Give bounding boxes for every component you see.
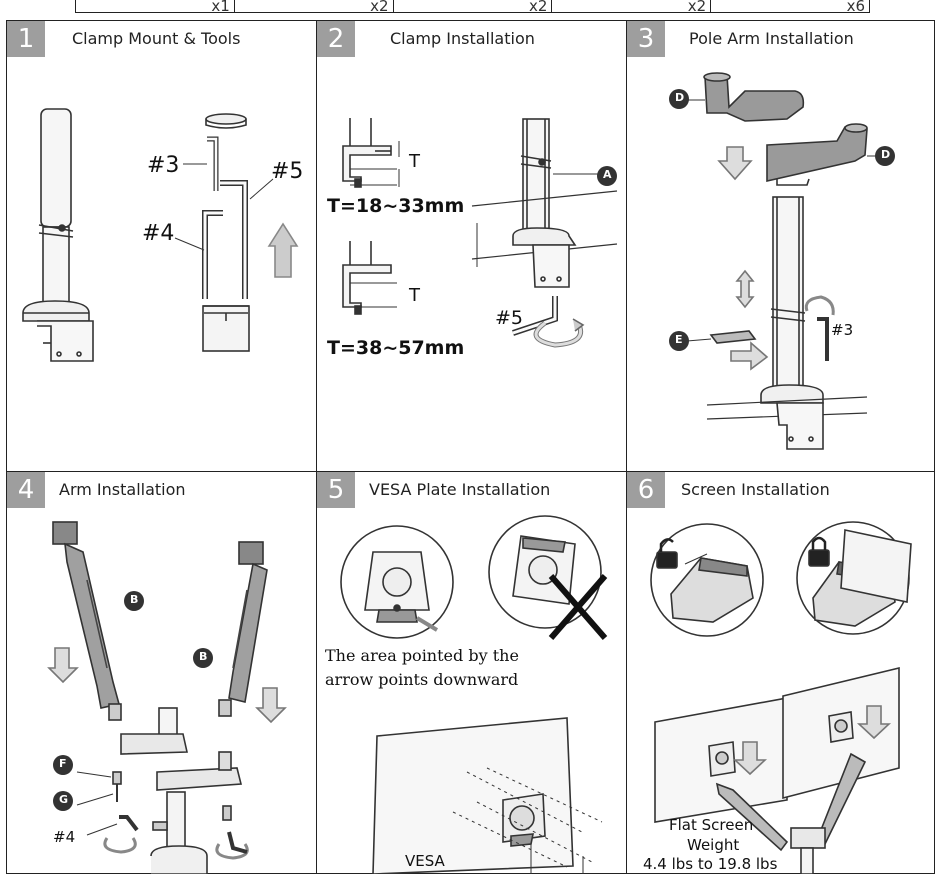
step-1-panel: 1 Clamp Mount & Tools #3 #5 #4 xyxy=(7,21,317,472)
parts-count-cell: x2 xyxy=(235,0,394,15)
weight-line-3: 4.4 lbs to 19.8 lbs xyxy=(643,855,778,873)
count-2: x2 xyxy=(370,0,389,15)
step-5-panel: 5 VESA Plate Installation The area point… xyxy=(317,472,627,874)
steps-grid: 1 Clamp Mount & Tools #3 #5 #4 xyxy=(6,20,935,874)
part-f-label: F xyxy=(59,757,67,770)
part-a-label: A xyxy=(603,168,612,181)
parts-count-cell: x2 xyxy=(394,0,553,15)
part-g-badge xyxy=(53,791,73,811)
step-title: Clamp Mount & Tools xyxy=(72,29,241,48)
step-6-panel: 6 Screen Installation Flat Screen Weight… xyxy=(627,472,934,874)
screen-install-illustration xyxy=(650,521,912,874)
count-1: x1 xyxy=(211,0,230,15)
step-number: 6 xyxy=(627,472,665,508)
parts-count-row: x1 x2 x2 x2 x6 xyxy=(75,0,870,15)
step-number: 2 xyxy=(317,21,355,57)
parts-count-cell: x6 xyxy=(711,0,869,15)
part-a-badge xyxy=(597,166,617,186)
thickness-label: T xyxy=(409,151,420,172)
count-5: x6 xyxy=(846,0,865,15)
part-b-badge xyxy=(193,648,213,668)
tool-4-label: #4 xyxy=(142,221,175,246)
part-b-label: B xyxy=(130,593,139,606)
step-number: 5 xyxy=(317,472,355,508)
clamp-install-illustration xyxy=(342,118,618,348)
step-title: Clamp Installation xyxy=(390,29,535,48)
part-b-badge xyxy=(124,591,144,611)
vesa-plate-illustration xyxy=(340,515,608,874)
step-number: 1 xyxy=(7,21,45,57)
arm-install-illustration xyxy=(47,521,287,874)
part-f-badge xyxy=(53,755,73,775)
tool-5-label: #5 xyxy=(271,159,304,184)
tool-3-label: #3 xyxy=(147,153,180,178)
part-e-badge xyxy=(669,331,689,351)
clamp-tools-illustration xyxy=(22,108,299,362)
vesa-label: VESA xyxy=(405,852,445,870)
step-title: Screen Installation xyxy=(681,480,830,499)
note-line-1: The area pointed by the xyxy=(325,646,519,665)
step-4-panel: 4 Arm Installation B B F G #4 xyxy=(7,472,317,874)
part-e-label: E xyxy=(675,333,683,346)
weight-line-1: Flat Screen xyxy=(669,816,754,834)
tool-5-label: #5 xyxy=(495,307,524,329)
parts-count-cell: x1 xyxy=(76,0,235,15)
part-b-label: B xyxy=(199,650,208,663)
step-number: 3 xyxy=(627,21,665,57)
step-2-panel: 2 Clamp Installation T T=18~33mm T T=38~… xyxy=(317,21,627,472)
tool-4-label: #4 xyxy=(53,828,76,846)
step-title: VESA Plate Installation xyxy=(369,480,551,499)
part-d-label: D xyxy=(675,91,685,104)
pole-arm-illustration xyxy=(669,72,895,450)
tool-3-label: #3 xyxy=(831,321,854,339)
step-title: Arm Installation xyxy=(59,480,186,499)
part-d-badge xyxy=(875,146,895,166)
step-3-panel: 3 Pole Arm Installation D D E #3 xyxy=(627,21,934,472)
step-number: 4 xyxy=(7,472,45,508)
part-d-label: D xyxy=(881,148,891,161)
weight-line-2: Weight xyxy=(687,836,740,854)
part-g-label: G xyxy=(59,793,69,806)
range-label-2: T=38~57mm xyxy=(327,337,465,359)
count-4: x2 xyxy=(687,0,707,15)
part-d-badge xyxy=(669,89,689,109)
parts-count-cell: x2 xyxy=(552,0,712,15)
note-line-2: arrow points downward xyxy=(325,670,519,689)
thickness-label: T xyxy=(409,285,420,306)
count-3: x2 xyxy=(528,0,548,15)
step-title: Pole Arm Installation xyxy=(689,29,854,48)
range-label-1: T=18~33mm xyxy=(327,195,465,217)
